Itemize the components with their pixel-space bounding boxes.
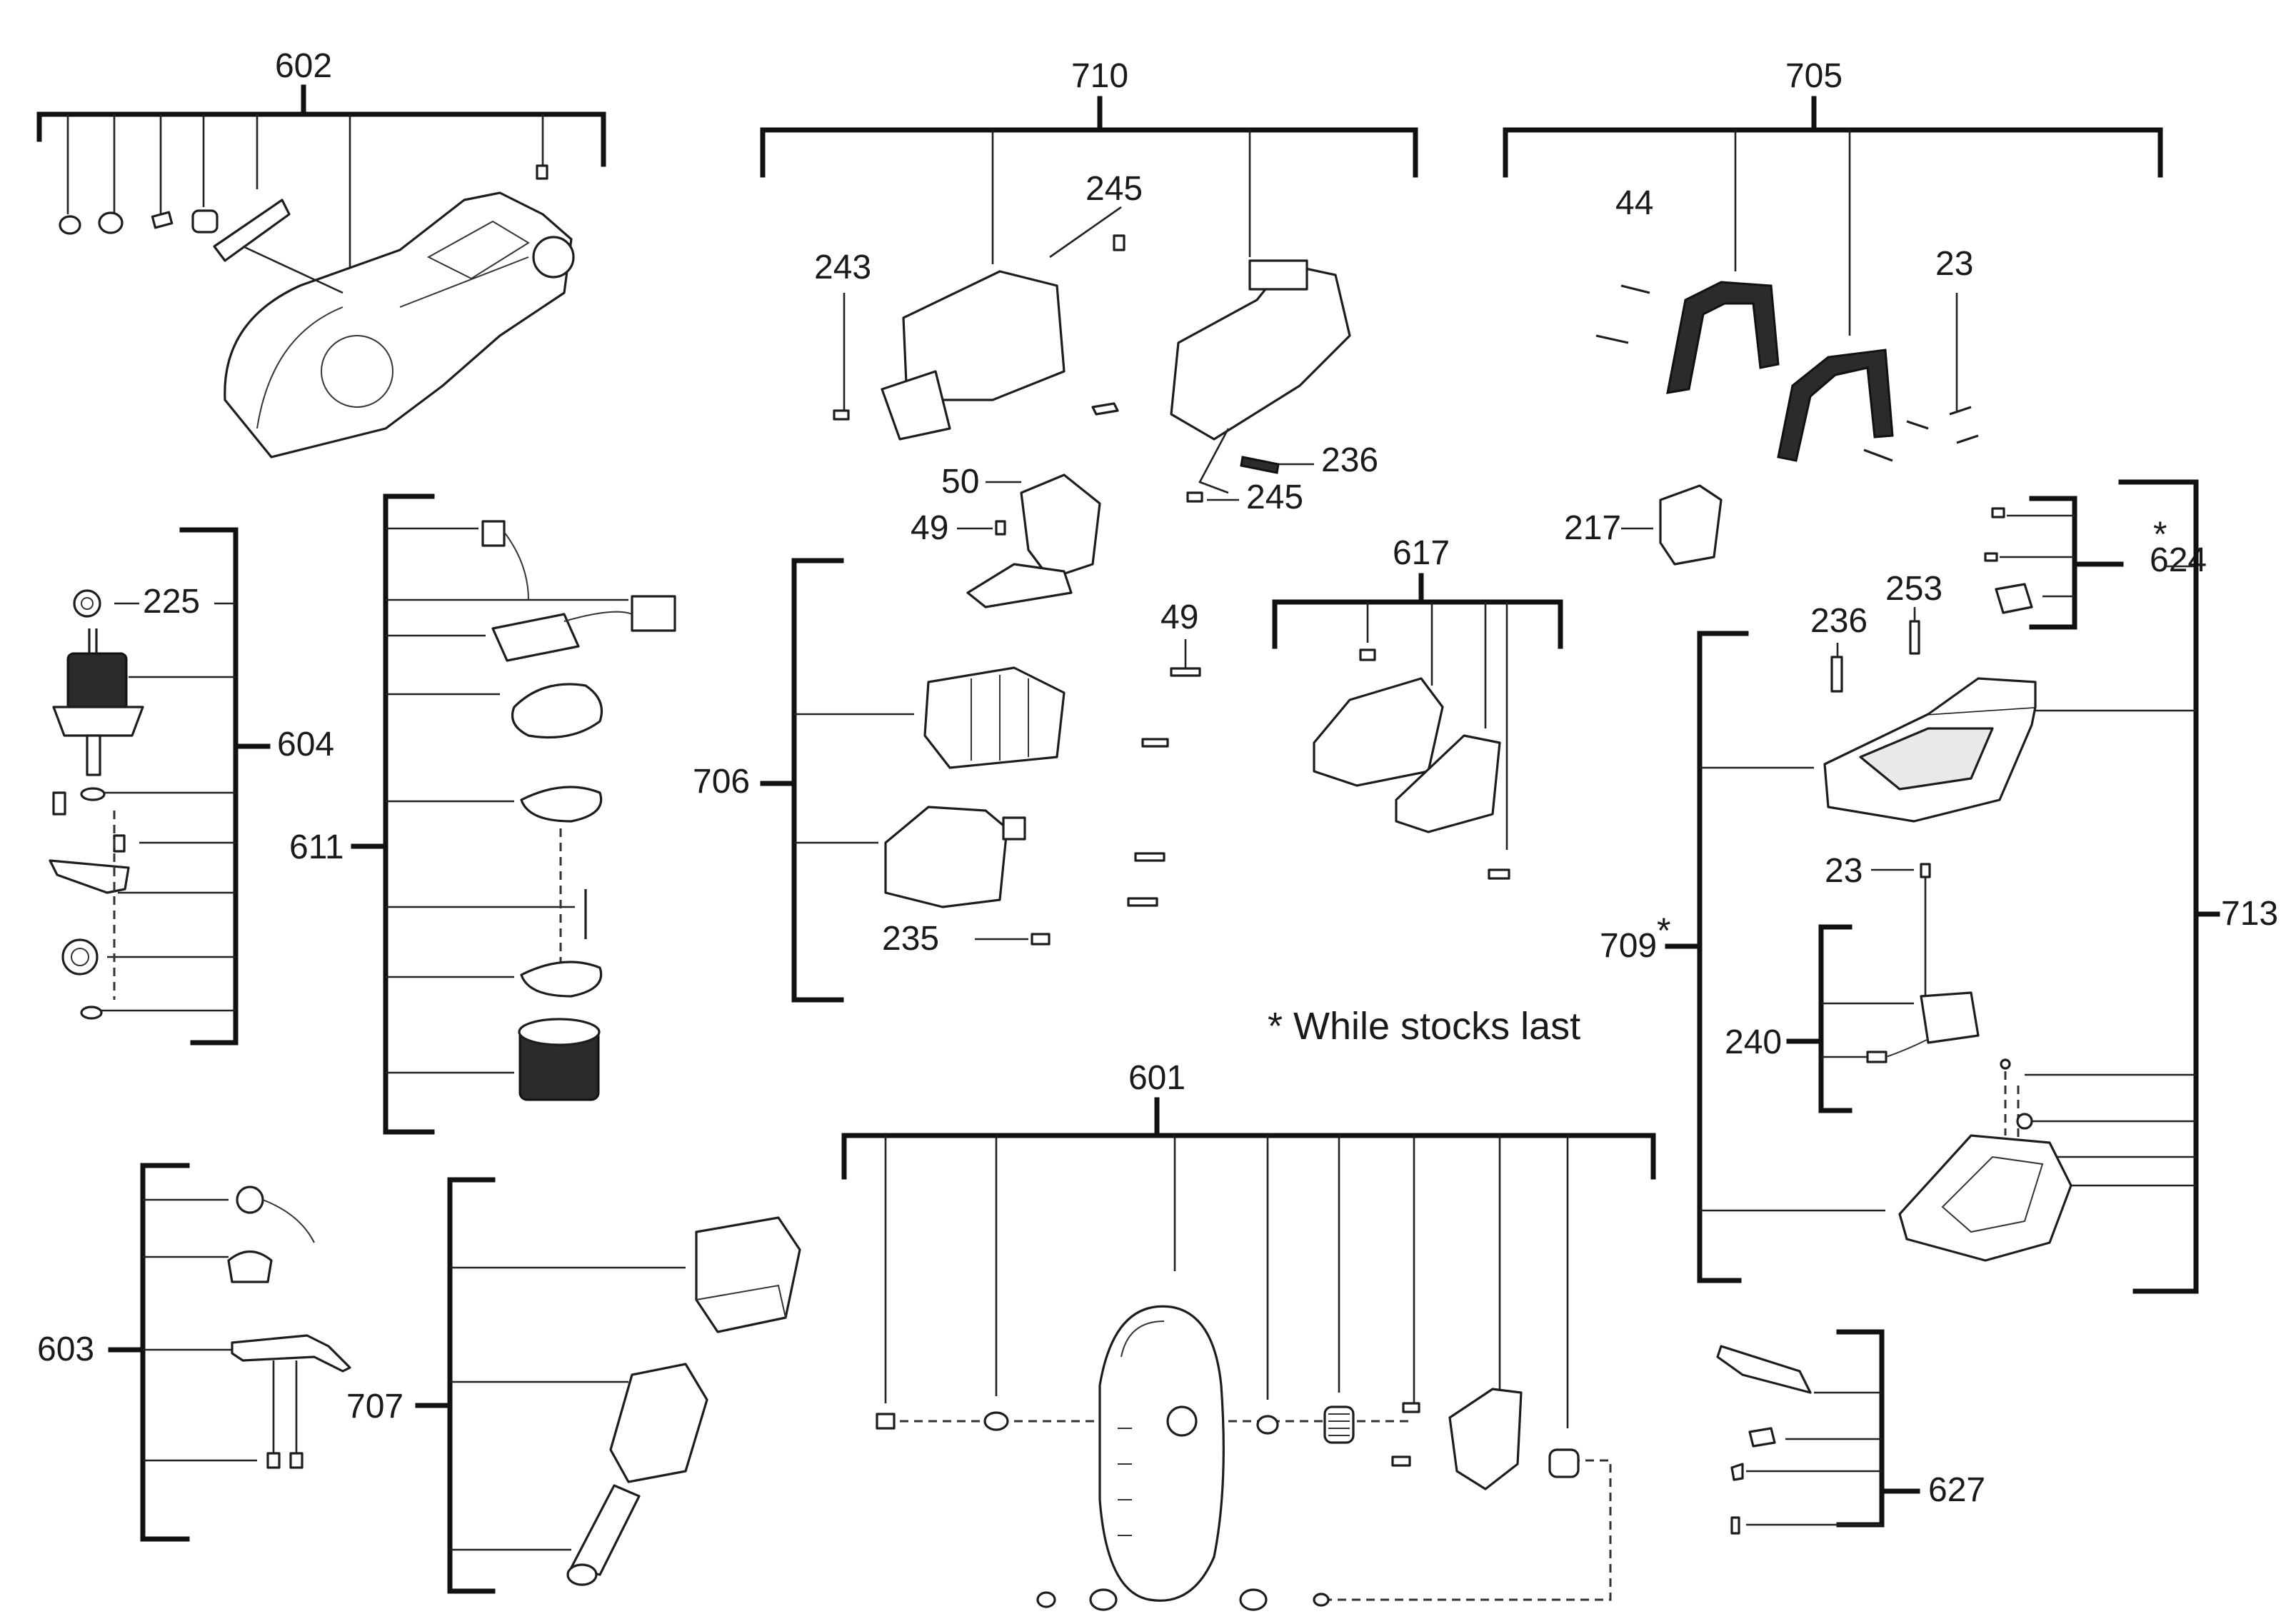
cord-clip-icon: [1659, 484, 1723, 566]
group-713: 624 * 236 253 23 709 * 713 240: [1600, 479, 2278, 1294]
label-601: 601: [1128, 1059, 1185, 1097]
spring-icon: [1323, 1405, 1355, 1444]
blade-insert-icon: [213, 199, 291, 262]
hall-sensor-board-icon: [511, 683, 603, 739]
led-icon: [236, 1186, 264, 1214]
bracket-icon: [49, 859, 130, 894]
label-709: 709: [1600, 927, 1657, 965]
stock-note: * While stocks last: [1268, 1005, 1580, 1048]
saw-housing-icon: [224, 191, 573, 458]
lamp-icon: [227, 1250, 273, 1283]
switch-icon: [1920, 991, 1980, 1044]
grip-icon: [570, 1484, 641, 1576]
label-245b: 245: [1246, 478, 1303, 516]
group-611: 611: [289, 493, 676, 1135]
guard-plate-icon: [1448, 1388, 1523, 1490]
bushing-icon: [1548, 1448, 1580, 1478]
label-627: 627: [1928, 1471, 1985, 1509]
armature-icon: [66, 652, 128, 716]
gear-housing-icon: [884, 806, 1008, 908]
motor-housing-icon: [923, 666, 1066, 769]
label-707: 707: [346, 1388, 403, 1425]
group-603: 603: [37, 1163, 351, 1542]
label-217: 217: [1564, 509, 1621, 547]
group-707: 707: [346, 1177, 801, 1594]
label-602: 602: [275, 47, 332, 85]
label-50: 50: [941, 463, 979, 501]
asterisk-624: *: [2153, 514, 2167, 554]
label-604: 604: [277, 726, 334, 763]
label-49a: 49: [911, 509, 948, 547]
knob-icon: [98, 211, 124, 234]
label-23a: 23: [1935, 245, 1973, 283]
group-710: 710 245 243 236 245: [760, 57, 1418, 516]
nozzle-icon: [1020, 473, 1101, 580]
label-705: 705: [1785, 57, 1843, 95]
label-44: 44: [1615, 184, 1653, 222]
label-245a: 245: [1086, 170, 1143, 208]
label-253: 253: [1885, 570, 1942, 608]
bearing-icon: [73, 589, 101, 618]
label-236b: 236: [1810, 602, 1868, 640]
shroud-right-icon: [1170, 263, 1351, 441]
label-243: 243: [814, 249, 871, 286]
blade-guard-icon: [1098, 1305, 1225, 1602]
label-236a: 236: [1321, 441, 1378, 479]
spring-icon: [151, 211, 174, 229]
washer-icon: [983, 1411, 1009, 1431]
battery-receptacle-icon: [1898, 1134, 2072, 1262]
lamp-holder-icon: [231, 1334, 351, 1373]
insulator-icon: [520, 786, 603, 823]
adapter-icon: [966, 563, 1073, 608]
group-627: 627: [1716, 1329, 1985, 1535]
label-240: 240: [1725, 1023, 1782, 1061]
label-706: 706: [693, 763, 750, 801]
label-225: 225: [143, 583, 200, 621]
group-706: 50 49 706 49 235: [693, 463, 1201, 1003]
group-705: 705 44 23 217: [1503, 57, 2163, 566]
label-617: 617: [1393, 534, 1450, 572]
label-49b: 49: [1160, 598, 1198, 636]
label-23b: 23: [1825, 852, 1863, 890]
oring-icon: [59, 215, 81, 235]
fuel-gauge-icon: [1716, 1345, 1812, 1394]
screw-icon: [876, 1413, 896, 1430]
label-713: 713: [2221, 895, 2278, 933]
handle-right-icon: [1777, 349, 1894, 462]
bushing-icon: [191, 209, 219, 234]
guard-bracket-icon: [1395, 734, 1501, 833]
asterisk-709: *: [1657, 911, 1670, 951]
holder-icon: [609, 1363, 708, 1483]
label-611: 611: [289, 828, 344, 866]
guard-cover-icon: [1313, 677, 1444, 787]
handle-left-icon: [1666, 281, 1780, 394]
connector-icon: [481, 520, 506, 547]
pcb-icon: [491, 613, 580, 662]
label-710: 710: [1071, 57, 1128, 95]
label-603: 603: [37, 1330, 94, 1368]
group-602: 602: [36, 47, 606, 458]
group-617: 617: [1272, 534, 1563, 880]
label-235: 235: [882, 920, 939, 958]
switch-module-icon: [631, 595, 676, 632]
group-604: 225 604: [49, 527, 334, 1046]
group-601: 601: [841, 1059, 1656, 1611]
